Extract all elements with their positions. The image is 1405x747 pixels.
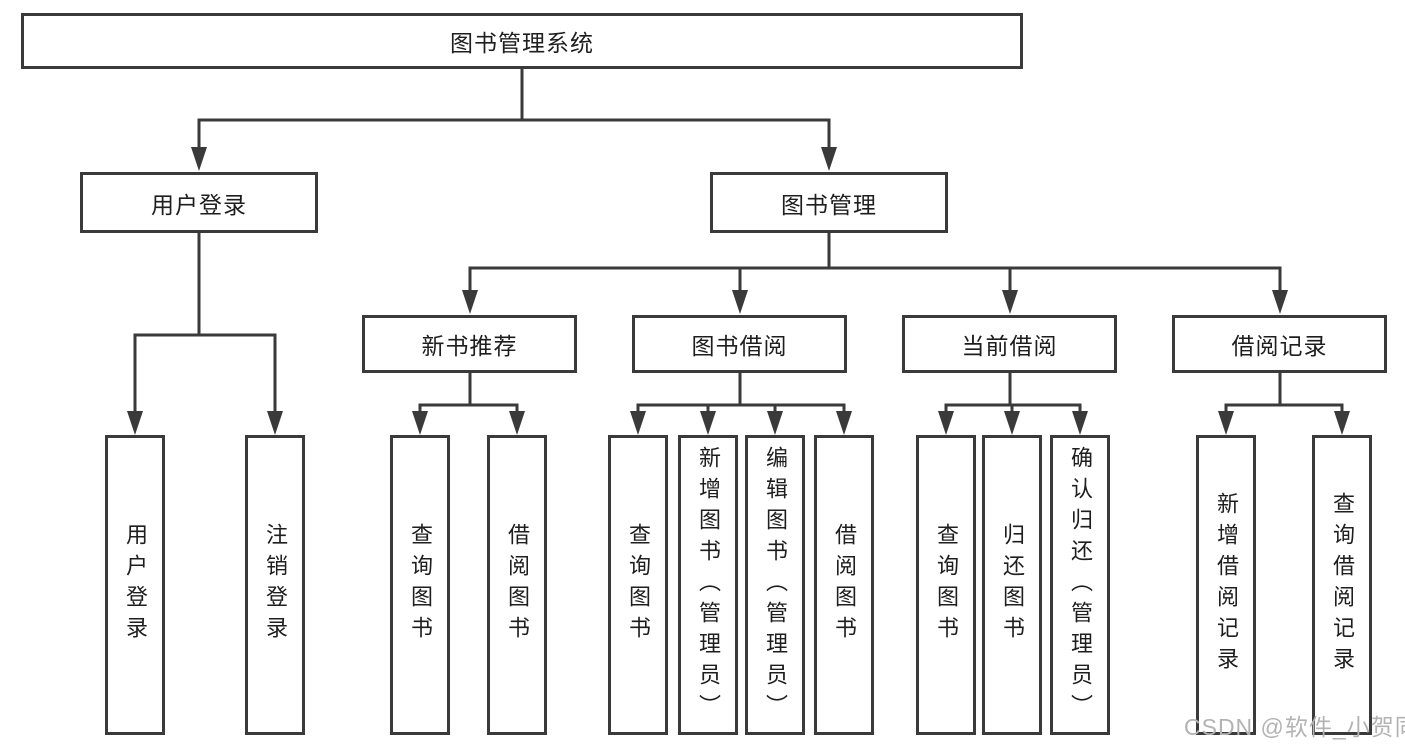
leaf-borrow-books-1: 借阅图书	[487, 435, 547, 735]
leaf-edit-books-admin: 编辑图书（管理员）	[745, 435, 805, 735]
leaf-query-books-2: 查询图书	[608, 435, 668, 735]
connector-root-to-level2	[191, 69, 837, 171]
connector-user-login-to-leaves	[127, 233, 283, 435]
leaf-logout-label: 注销登录	[263, 523, 288, 647]
connector-book-borrow-to-leaves	[630, 373, 852, 435]
leaf-query-books-3-label: 查询图书	[934, 523, 959, 647]
leaf-confirm-return-admin: 确认归还（管理员）	[1050, 435, 1110, 735]
leaf-add-books-admin: 新增图书（管理员）	[678, 435, 738, 735]
connector-new-books-to-leaves	[412, 373, 525, 435]
leaf-user-login-label: 用户登录	[123, 523, 148, 647]
node-root-system: 图书管理系统	[21, 13, 1023, 69]
connector-current-borrow-to-leaves	[938, 373, 1088, 435]
node-new-book-recommend: 新书推荐	[362, 315, 577, 373]
leaf-borrow-books-1-label: 借阅图书	[505, 523, 530, 647]
csdn-watermark: CSDN @软件_小贺同学	[1184, 714, 1405, 740]
connector-borrow-records-to-leaves	[1218, 373, 1350, 435]
node-borrowing-records: 借阅记录	[1172, 315, 1387, 373]
node-user-login: 用户登录	[80, 172, 318, 233]
leaf-query-borrow-record: 查询借阅记录	[1312, 435, 1372, 735]
leaf-confirm-return-admin-label: 确认归还（管理员）	[1068, 445, 1093, 725]
leaf-query-books-1-label: 查询图书	[408, 523, 433, 647]
leaf-query-borrow-record-label: 查询借阅记录	[1330, 492, 1355, 678]
node-current-borrowing: 当前借阅	[902, 315, 1117, 373]
leaf-user-login: 用户登录	[105, 435, 165, 735]
leaf-borrow-books-2-label: 借阅图书	[832, 523, 857, 647]
leaf-query-books-2-label: 查询图书	[626, 523, 651, 647]
leaf-query-books-3: 查询图书	[916, 435, 976, 735]
leaf-borrow-books-2: 借阅图书	[814, 435, 874, 735]
node-book-management: 图书管理	[710, 172, 948, 233]
node-book-borrowing: 图书借阅	[632, 315, 847, 373]
leaf-edit-books-admin-label: 编辑图书（管理员）	[763, 445, 788, 725]
leaf-logout: 注销登录	[245, 435, 305, 735]
leaf-query-books-1: 查询图书	[390, 435, 450, 735]
leaf-return-books: 归还图书	[982, 435, 1042, 735]
leaf-add-borrow-record: 新增借阅记录	[1196, 435, 1256, 735]
leaf-add-borrow-record-label: 新增借阅记录	[1214, 492, 1239, 678]
connector-book-mgmt-to-level3	[462, 233, 1288, 314]
leaf-return-books-label: 归还图书	[1000, 523, 1025, 647]
leaf-add-books-admin-label: 新增图书（管理员）	[696, 445, 721, 725]
